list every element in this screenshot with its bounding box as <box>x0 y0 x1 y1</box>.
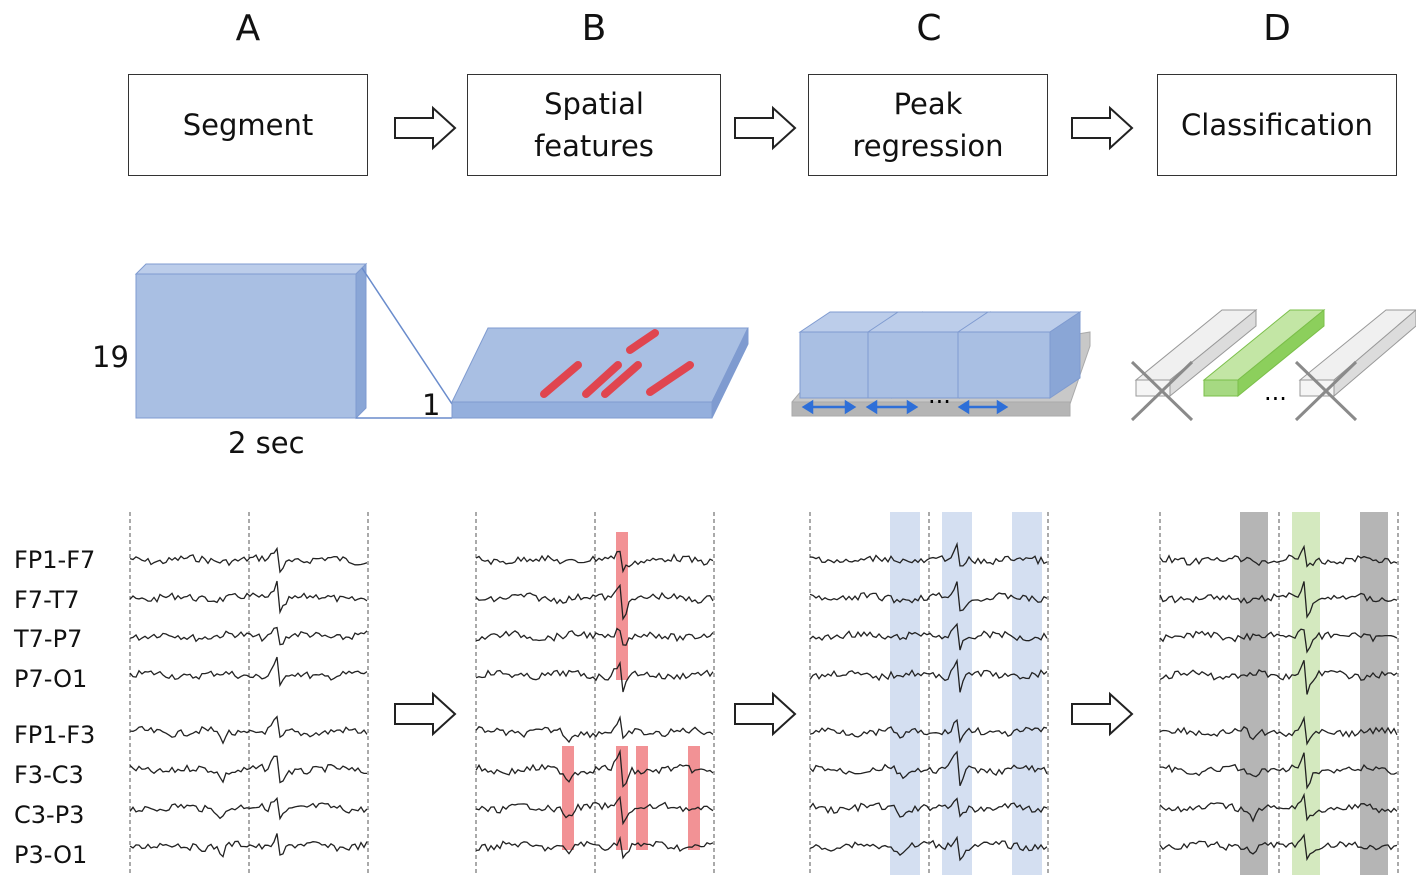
eeg-trace <box>475 748 714 788</box>
flow-arrow-icon <box>1071 107 1133 149</box>
regression-bars <box>791 311 1091 417</box>
peak-regression-label: Peak regression <box>852 87 1004 163</box>
spike-highlight <box>616 746 628 850</box>
eeg-trace <box>475 795 714 826</box>
column-letter-b: B <box>581 8 607 49</box>
regression-ellipsis: ... <box>928 381 951 409</box>
eeg-trace <box>809 581 1048 612</box>
eeg-panels <box>129 512 1399 875</box>
reject-x-icon <box>1130 360 1358 422</box>
eeg-trace <box>809 797 1048 818</box>
segment-height-label: 19 <box>92 340 129 374</box>
eeg-trace <box>1159 792 1398 823</box>
eeg-trace <box>1159 660 1398 695</box>
eeg-trace <box>809 622 1048 651</box>
candidate-window <box>890 512 920 875</box>
segment-eeg-panel <box>129 512 369 875</box>
eeg-trace <box>475 550 714 574</box>
classification-label: Classification <box>1181 108 1373 142</box>
eeg-trace <box>129 796 368 821</box>
eeg-trace <box>809 658 1048 693</box>
eeg-trace <box>475 835 714 860</box>
channel-label: T7-P7 <box>14 625 83 653</box>
selected-window <box>1292 512 1320 875</box>
segment-block <box>134 262 453 420</box>
eeg-trace <box>129 755 367 784</box>
eeg-trace <box>129 580 368 615</box>
feature-marks <box>540 329 694 398</box>
eeg-trace <box>809 750 1048 787</box>
eeg-trace <box>129 546 368 574</box>
spatial-eeg-panel <box>475 512 715 875</box>
peak-regression-box: Peak regression <box>808 74 1048 176</box>
column-letter-a: A <box>235 8 261 49</box>
column-letter-c: C <box>916 8 942 49</box>
shift-arrows-icon <box>801 399 1009 415</box>
eeg-trace <box>1159 628 1398 654</box>
candidate-window <box>942 512 972 875</box>
eeg-trace <box>1160 752 1398 790</box>
classification-box: Classification <box>1157 74 1397 176</box>
eeg-trace <box>129 656 368 688</box>
segment-depth-label: 1 <box>422 388 441 422</box>
flow-arrow-icon <box>734 693 796 735</box>
spatial-features-box: Spatial features <box>467 74 721 176</box>
channel-label: P3-O1 <box>14 841 88 869</box>
candidate-window <box>1012 512 1042 875</box>
eeg-trace <box>475 627 714 646</box>
eeg-trace <box>1159 581 1398 619</box>
eeg-trace <box>1159 715 1398 746</box>
spatial-feature-slab <box>451 327 749 419</box>
spike-highlight <box>688 746 700 850</box>
eeg-trace <box>1159 833 1398 862</box>
channel-label: C3-P3 <box>14 801 85 829</box>
classification-bars <box>1130 308 1416 422</box>
flow-arrow-icon <box>734 107 796 149</box>
segment-box: Segment <box>128 74 368 176</box>
flow-arrow-icon <box>394 693 456 735</box>
eeg-trace <box>1159 544 1398 568</box>
channel-label: FP1-F7 <box>14 546 96 574</box>
eeg-trace <box>809 541 1048 567</box>
rejected-window <box>1240 512 1268 875</box>
eeg-trace <box>475 715 714 744</box>
channel-label: FP1-F3 <box>14 721 96 749</box>
classification-ellipsis: ... <box>1264 378 1287 406</box>
spike-highlight <box>562 746 574 850</box>
segment-label: Segment <box>182 108 314 142</box>
flow-arrow-icon <box>394 107 456 149</box>
channel-label: P7-O1 <box>14 665 88 693</box>
spike-highlight <box>636 746 648 850</box>
channel-label: F3-C3 <box>14 761 84 789</box>
flow-arrow-icon <box>1071 693 1133 735</box>
rejected-window <box>1360 512 1388 875</box>
spatial-features-label: Spatial features <box>534 87 654 163</box>
segment-width-label: 2 sec <box>228 426 305 460</box>
classification-eeg-panel <box>1159 512 1399 875</box>
eeg-trace <box>809 835 1048 862</box>
regression-eeg-panel <box>809 512 1049 875</box>
column-letter-d: D <box>1263 8 1291 49</box>
eeg-trace <box>809 718 1048 744</box>
eeg-trace <box>475 660 714 693</box>
eeg-trace <box>129 626 368 646</box>
channel-label: F7-T7 <box>14 586 80 614</box>
eeg-trace <box>129 833 368 858</box>
eeg-trace <box>475 583 714 621</box>
eeg-trace <box>129 715 368 745</box>
